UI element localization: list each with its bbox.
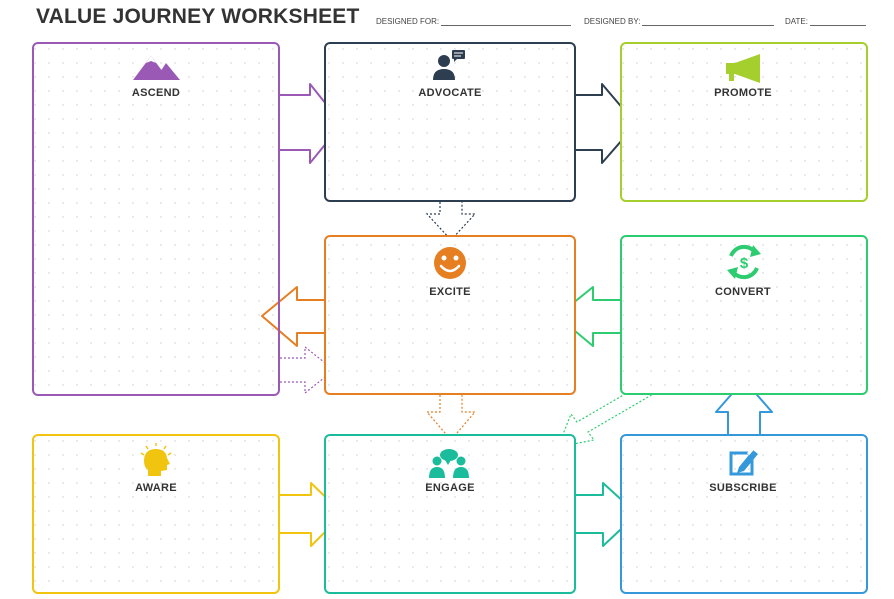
- designed-by-label: DESIGNED BY:: [584, 17, 641, 26]
- stage-box-convert[interactable]: [620, 235, 868, 395]
- stage-box-subscribe[interactable]: [620, 434, 868, 594]
- stage-label-engage: ENGAGE: [425, 482, 475, 494]
- stage-label-advocate: ADVOCATE: [418, 87, 482, 99]
- stage-box-aware[interactable]: [32, 434, 280, 594]
- smiley-face-icon: [434, 247, 466, 279]
- people-chat-icon: [429, 449, 469, 478]
- designed-for-label: DESIGNED FOR:: [376, 17, 440, 26]
- edit-form-icon: [729, 445, 758, 476]
- stage-label-convert: CONVERT: [715, 286, 771, 298]
- dotted-arrow-advocate-to-excite: [425, 202, 477, 241]
- stage-label-aware: AWARE: [135, 482, 177, 494]
- stage-box-ascend[interactable]: [32, 42, 280, 396]
- designed-by-field[interactable]: DESIGNED BY:: [584, 17, 775, 26]
- designed-for-field[interactable]: DESIGNED FOR:: [376, 17, 572, 26]
- speaking-person-icon: [433, 50, 465, 80]
- designed-for-line[interactable]: [441, 17, 572, 26]
- svg-text:$: $: [740, 255, 749, 272]
- stage-box-engage[interactable]: [324, 434, 576, 594]
- dotted-arrow-excite-to-engage: [425, 395, 477, 441]
- mountain-icon: [133, 56, 180, 80]
- idea-head-icon: [140, 443, 172, 476]
- stage-box-promote[interactable]: [620, 42, 868, 202]
- dollar-cycle-icon: $: [727, 244, 761, 280]
- stage-label-excite: EXCITE: [429, 286, 471, 298]
- stage-box-advocate[interactable]: [324, 42, 576, 202]
- stage-label-ascend: ASCEND: [131, 87, 181, 99]
- stage-label-promote: PROMOTE: [714, 87, 772, 99]
- date-label: DATE:: [785, 17, 808, 26]
- designed-by-line[interactable]: [642, 17, 775, 26]
- worksheet-title: VALUE JOURNEY WORKSHEET: [36, 5, 360, 28]
- stage-box-excite[interactable]: [324, 235, 576, 395]
- date-line[interactable]: [809, 17, 866, 26]
- dotted-arrow-convert-to-engage: [557, 382, 657, 448]
- date-field[interactable]: DATE:: [785, 17, 866, 26]
- stage-label-subscribe: SUBSCRIBE: [709, 482, 777, 494]
- megaphone-icon: [726, 54, 760, 83]
